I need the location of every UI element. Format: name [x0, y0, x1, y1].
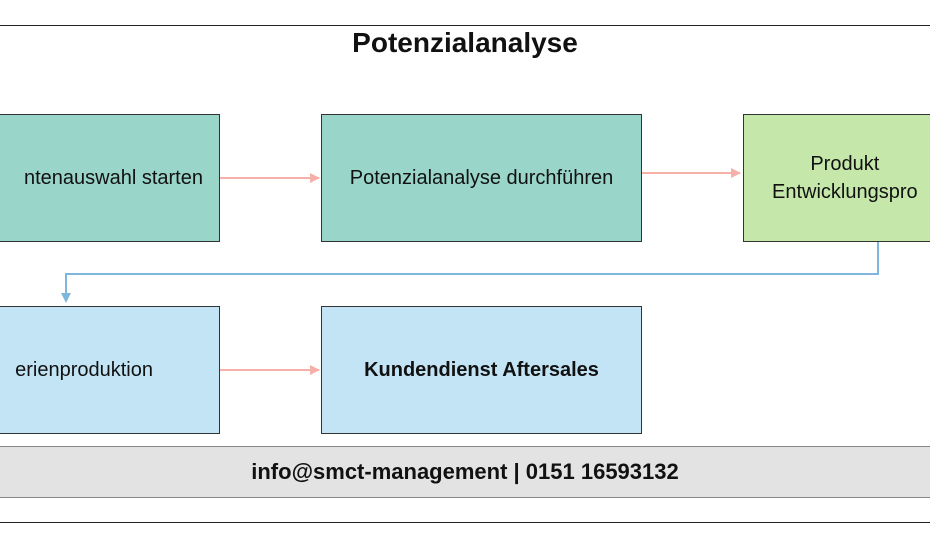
node-label: Kundendienst Aftersales [364, 359, 599, 381]
top-rule [0, 25, 930, 26]
contact-text: info@smct-management | 0151 16593132 [251, 459, 679, 484]
node-label: Produkt Entwicklungspro [772, 153, 918, 203]
arrow-produktentwicklung-to-serienproduktion [65, 242, 879, 299]
arrowhead-serienproduktion [61, 293, 71, 303]
bottom-rule [0, 522, 930, 523]
contact-footer: info@smct-management | 0151 16593132 [0, 446, 930, 498]
node-serienproduktion: erienproduktion [0, 306, 220, 434]
node-label: ntenauswahl starten [23, 167, 203, 189]
node-potenzialanalyse-durchfuehren: Potenzialanalyse durchführen [321, 114, 642, 242]
node-kundendienst-aftersales: Kundendienst Aftersales [321, 306, 642, 434]
diagram-title: Potenzialanalyse [352, 27, 578, 58]
node-produkt-entwicklungsprozess: Produkt Entwicklungspro [743, 114, 930, 242]
node-label: Potenzialanalyse durchführen [349, 167, 614, 189]
node-label: erienproduktion [15, 359, 153, 381]
node-kundenauswahl-starten: ntenauswahl starten [0, 114, 220, 242]
